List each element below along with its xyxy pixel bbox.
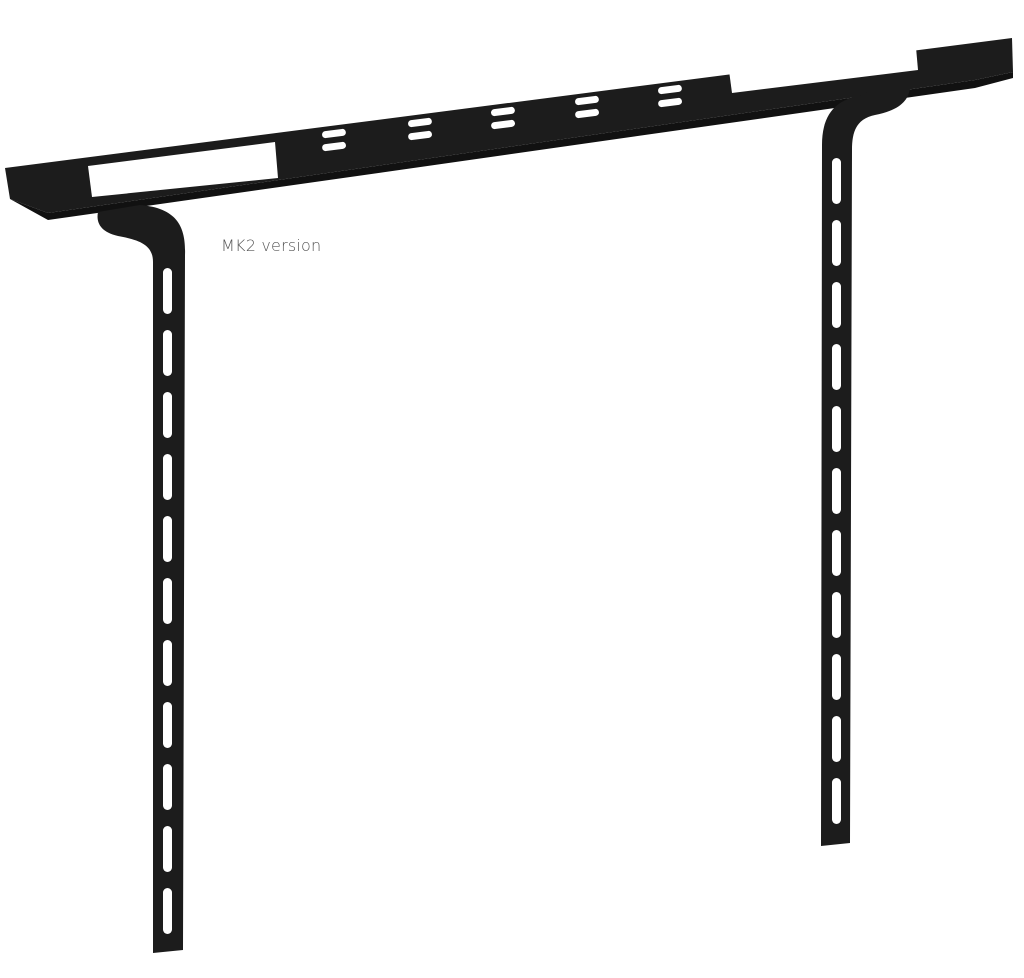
arm-slot	[832, 406, 841, 452]
right-cutout	[728, 36, 918, 93]
arm-slot	[163, 888, 172, 934]
arm-slot	[163, 578, 172, 624]
arm-slot	[163, 268, 172, 314]
arm-slot	[163, 826, 172, 872]
arm-slot	[832, 592, 841, 638]
rail-slot	[491, 106, 515, 117]
arm-slot	[832, 220, 841, 266]
rail-slot	[408, 130, 432, 141]
arm-slot	[832, 716, 841, 762]
rail-slot	[575, 108, 599, 119]
left-arm	[97, 205, 186, 953]
arm-slot	[163, 640, 172, 686]
arm-slot	[163, 702, 172, 748]
rail-slot	[491, 119, 515, 130]
arm-slot	[832, 344, 841, 390]
arm-slot	[163, 392, 172, 438]
arm-slot	[832, 654, 841, 700]
arm-slot	[832, 778, 841, 824]
right-arm	[821, 80, 911, 846]
arm-slot	[832, 468, 841, 514]
rail-slot	[408, 117, 432, 128]
top-rail	[5, 36, 1013, 220]
rail-slot	[658, 84, 682, 95]
arm-slot	[163, 330, 172, 376]
rail-slot	[658, 97, 682, 108]
arm-slot	[163, 764, 172, 810]
arm-slot	[163, 454, 172, 500]
rail-slot	[322, 128, 346, 139]
left-cutout	[88, 142, 278, 197]
arm-slot	[832, 158, 841, 204]
rail-slot	[322, 141, 346, 152]
rail-slot	[575, 95, 599, 106]
arm-slot	[832, 282, 841, 328]
arm-slot	[832, 530, 841, 576]
arm-slot	[163, 516, 172, 562]
rail-slots	[322, 84, 682, 152]
version-caption: MK2 version	[221, 236, 322, 255]
